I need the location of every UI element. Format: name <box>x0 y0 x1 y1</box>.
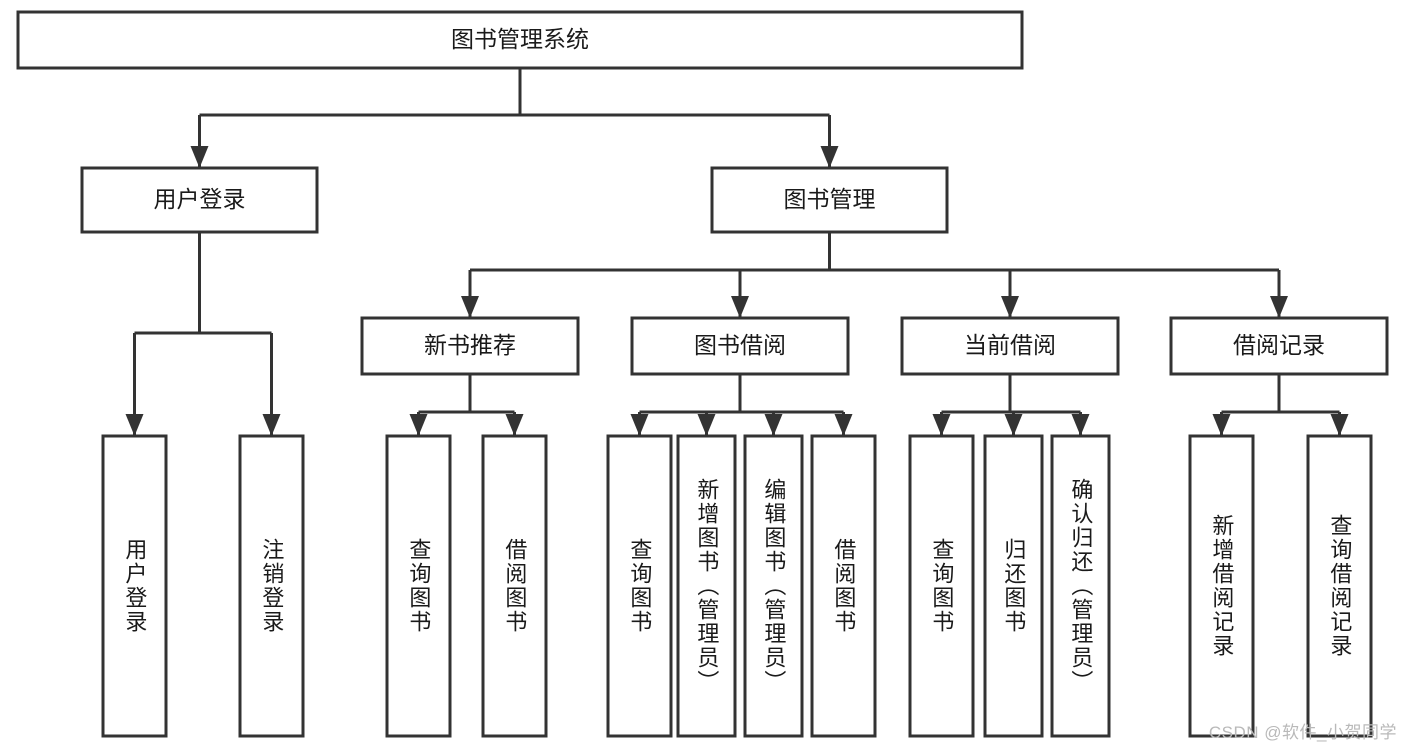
csdn-watermark: CSDN @软件_小贺同学 <box>1208 723 1397 742</box>
node-box-current-confirm-return[interactable] <box>1050 434 1111 738</box>
node-box-current-return-book[interactable] <box>983 434 1044 738</box>
connectors-layer <box>125 68 1349 436</box>
node-root[interactable] <box>16 10 1024 70</box>
arrow-icon-book-manage-1 <box>731 296 749 318</box>
node-box-borrow-add-book[interactable] <box>676 434 737 738</box>
node-book-borrow[interactable] <box>630 316 850 376</box>
node-box-recommend-borrow-book[interactable] <box>481 434 548 738</box>
arrow-icon-book-manage-3 <box>1270 296 1288 318</box>
node-box-user-login[interactable] <box>80 166 319 234</box>
node-user-login-do[interactable] <box>101 434 168 738</box>
arrow-icon-l3-3-1 <box>1330 414 1349 436</box>
node-borrow-record[interactable] <box>1169 316 1389 376</box>
node-user-logout[interactable] <box>238 434 305 738</box>
node-current-confirm-return[interactable] <box>1050 434 1111 738</box>
node-label-book-borrow: 图书借阅 <box>694 332 786 358</box>
arrow-icon-l3-2-1 <box>1004 414 1023 436</box>
arrow-icon-l3-3-0 <box>1212 414 1231 436</box>
node-user-login[interactable] <box>80 166 319 234</box>
node-label-user-login: 用户登录 <box>154 186 246 212</box>
node-box-recommend-search-book[interactable] <box>385 434 452 738</box>
node-label-root: 图书管理系统 <box>451 26 589 52</box>
node-label-book-manage: 图书管理 <box>784 186 876 212</box>
node-box-book-manage[interactable] <box>710 166 949 234</box>
node-box-borrow-record[interactable] <box>1169 316 1389 376</box>
arrow-icon-user-login-0 <box>125 414 144 436</box>
node-box-borrow-search-book[interactable] <box>606 434 673 738</box>
node-borrow-borrow-book[interactable] <box>810 434 877 738</box>
arrow-icon-l3-1-1 <box>697 414 716 436</box>
node-label-borrow-record: 借阅记录 <box>1233 332 1325 358</box>
node-book-manage[interactable] <box>710 166 949 234</box>
arrow-icon-l3-2-2 <box>1071 414 1090 436</box>
arrow-icon-l3-0-0 <box>409 414 428 436</box>
node-box-root[interactable] <box>16 10 1024 70</box>
arrow-icon-root-1 <box>820 146 839 168</box>
node-box-record-add[interactable] <box>1188 434 1255 738</box>
arrow-icon-book-manage-2 <box>1001 296 1019 318</box>
node-borrow-edit-book[interactable] <box>743 434 804 738</box>
node-label-current-borrow: 当前借阅 <box>964 332 1056 358</box>
arrow-icon-user-login-1 <box>262 414 281 436</box>
node-record-search[interactable] <box>1306 434 1373 738</box>
node-current-return-book[interactable] <box>983 434 1044 738</box>
node-label-new-book-recommend: 新书推荐 <box>424 332 516 358</box>
node-record-add[interactable] <box>1188 434 1255 738</box>
node-box-borrow-borrow-book[interactable] <box>810 434 877 738</box>
node-current-search-book[interactable] <box>908 434 975 738</box>
node-current-borrow[interactable] <box>900 316 1120 376</box>
node-box-current-borrow[interactable] <box>900 316 1120 376</box>
node-box-borrow-edit-book[interactable] <box>743 434 804 738</box>
arrow-icon-root-0 <box>190 146 209 168</box>
arrow-icon-l3-2-0 <box>932 414 951 436</box>
node-borrow-add-book[interactable] <box>676 434 737 738</box>
node-box-user-login-do[interactable] <box>101 434 168 738</box>
arrow-icon-l3-0-1 <box>505 414 524 436</box>
node-borrow-search-book[interactable] <box>606 434 673 738</box>
node-box-user-logout[interactable] <box>238 434 305 738</box>
arrow-icon-book-manage-0 <box>461 296 479 318</box>
node-recommend-borrow-book[interactable] <box>481 434 548 738</box>
node-box-book-borrow[interactable] <box>630 316 850 376</box>
arrow-icon-l3-1-3 <box>834 414 853 436</box>
node-recommend-search-book[interactable] <box>385 434 452 738</box>
boxes-layer <box>16 10 1389 738</box>
arrow-icon-l3-1-2 <box>764 414 783 436</box>
arrow-icon-l3-1-0 <box>630 414 649 436</box>
node-box-current-search-book[interactable] <box>908 434 975 738</box>
node-new-book-recommend[interactable] <box>360 316 580 376</box>
node-box-new-book-recommend[interactable] <box>360 316 580 376</box>
node-box-record-search[interactable] <box>1306 434 1373 738</box>
